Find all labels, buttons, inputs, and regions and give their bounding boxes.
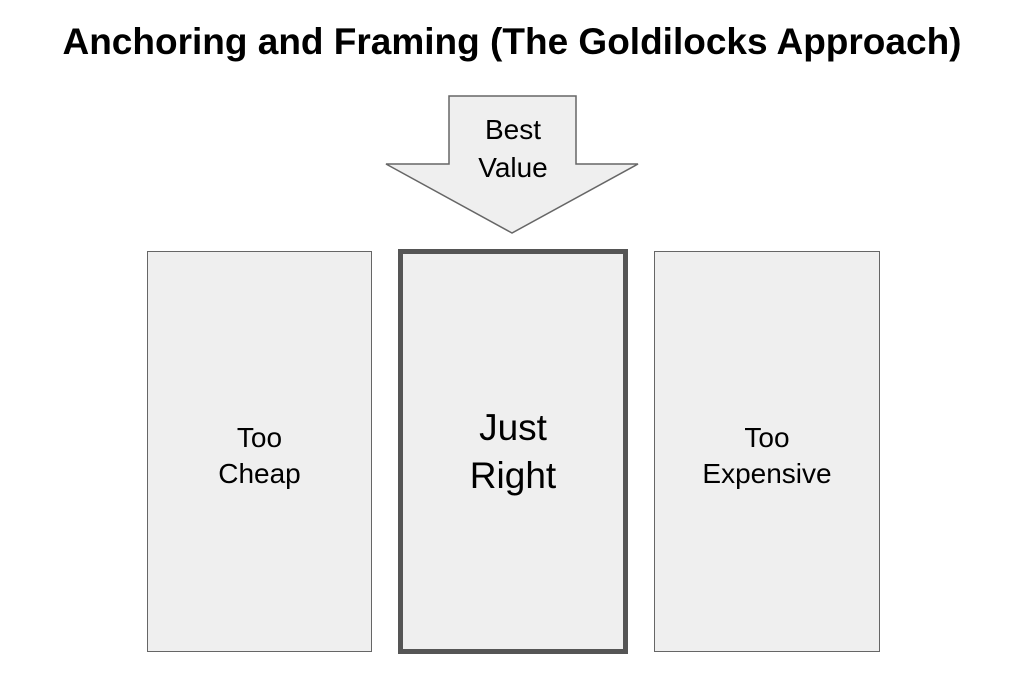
arrow-label: Best Value [449, 111, 577, 187]
too-cheap-line1: Too [236, 421, 283, 453]
too-expensive-box: Too Expensive [654, 251, 880, 652]
diagram-title: Anchoring and Framing (The Goldilocks Ap… [62, 21, 962, 62]
too-expensive-line1: Too [744, 421, 790, 453]
too-cheap-label: Too Cheap [218, 420, 301, 492]
just-right-label: Just Right [470, 404, 556, 500]
too-cheap-line2: Cheap [218, 457, 301, 489]
arrow-label-line1: Best [484, 114, 542, 145]
too-expensive-label: Too Expensive [702, 420, 831, 492]
just-right-box: Just Right [398, 249, 628, 654]
just-right-line2: Right [469, 454, 557, 496]
too-cheap-box: Too Cheap [147, 251, 372, 652]
down-arrow-shape [385, 95, 639, 234]
too-expensive-line2: Expensive [702, 457, 832, 489]
arrow-label-line2: Value [478, 152, 548, 183]
just-right-line1: Just [479, 406, 547, 448]
